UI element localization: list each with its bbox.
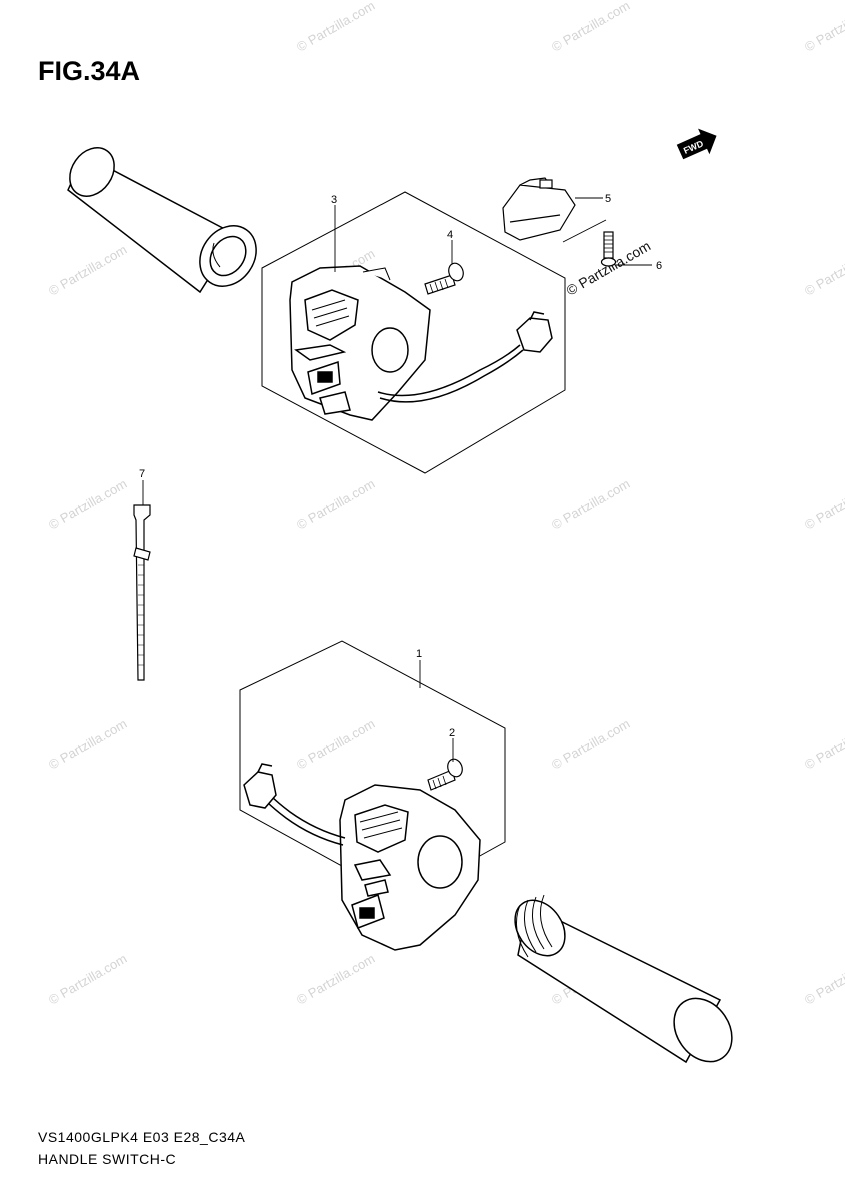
watermark: © Partzilla.com xyxy=(802,242,845,299)
watermark: © Partzilla.com xyxy=(46,951,129,1008)
watermark: © Partzilla.com xyxy=(294,0,377,55)
watermark: © Partzilla.com xyxy=(549,716,632,773)
watermark: © Partzilla.com xyxy=(802,476,845,533)
watermark: © Partzilla.com xyxy=(802,0,845,55)
left-switch-wire xyxy=(377,311,553,403)
callout-1: 1 xyxy=(416,648,422,660)
callout-2: 2 xyxy=(449,727,455,739)
right-handlebar-grip xyxy=(514,894,733,1064)
diagram-name: HANDLE SWITCH-C xyxy=(38,1151,177,1167)
part-4-screw xyxy=(424,262,464,295)
figure-title: FIG.34A xyxy=(38,56,141,86)
arrow-right-icon xyxy=(676,128,717,160)
watermark: © Partzilla.com xyxy=(549,476,632,533)
fwd-direction-marker: FWD xyxy=(676,128,717,160)
right-switch-housing xyxy=(339,784,481,951)
watermark: © Partzilla.com xyxy=(46,476,129,533)
watermark: © Partzilla.com xyxy=(46,242,129,299)
left-handlebar-grip xyxy=(67,147,257,294)
watermark: © Partzilla.com xyxy=(294,951,377,1008)
part-3-box xyxy=(261,191,566,474)
part-6-bolt xyxy=(600,231,617,267)
left-switch-housing xyxy=(289,265,431,421)
callout-labels: 3 4 5 6 7 1 2 xyxy=(139,193,662,739)
callout-7: 7 xyxy=(139,468,145,480)
callout-4: 4 xyxy=(447,229,453,241)
watermark: © Partzilla.com xyxy=(802,951,845,1008)
part-5-connector xyxy=(502,177,576,241)
diagram-code: VS1400GLPK4 E03 E28_C34A xyxy=(38,1129,246,1145)
watermark: © Partzilla.com xyxy=(294,716,377,773)
watermark: © Partzilla.com xyxy=(294,476,377,533)
callout-3: 3 xyxy=(331,194,337,206)
right-switch-wire xyxy=(243,763,346,846)
part-1-box xyxy=(239,640,506,900)
leader-lines xyxy=(142,197,652,762)
watermark: © Partzilla.com xyxy=(549,0,632,55)
callout-5: 5 xyxy=(605,193,611,205)
part-7-cable-tie xyxy=(133,504,151,681)
callout-6: 6 xyxy=(656,260,662,272)
watermark: © Partzilla.com xyxy=(802,716,845,773)
part-2-screw xyxy=(427,758,463,791)
watermark: © Partzilla.com xyxy=(46,716,129,773)
